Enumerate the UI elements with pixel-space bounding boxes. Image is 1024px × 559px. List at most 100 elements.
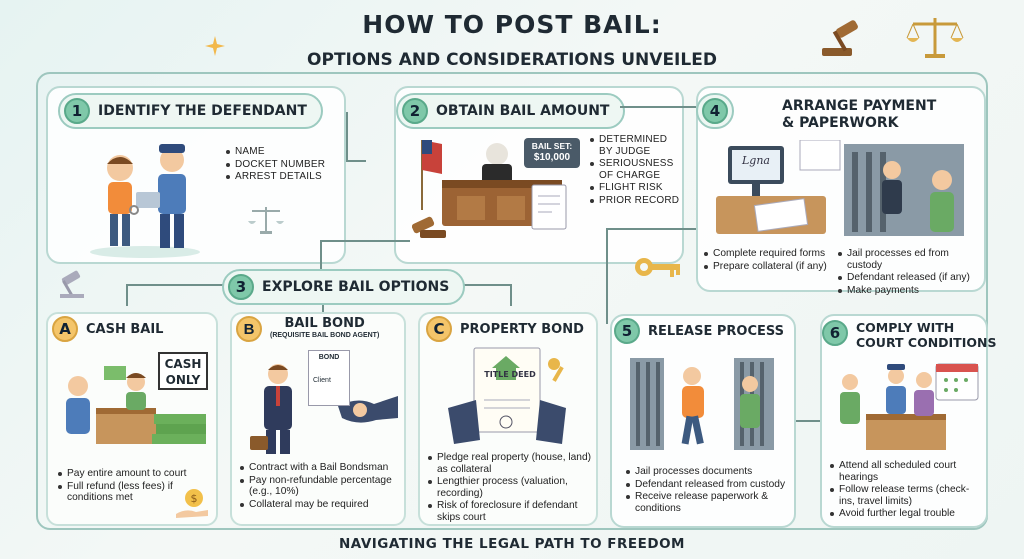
page-subtitle: OPTIONS AND CONSIDERATIONS UNVEILED: [307, 50, 717, 70]
list-item: PRIOR RECORD: [590, 195, 680, 207]
connector: [510, 284, 512, 306]
list-item: Risk of foreclosure if defendant skips c…: [428, 500, 596, 523]
step2-header: 2 OBTAIN BAIL AMOUNT: [396, 93, 626, 129]
coin-hand-icon: $: [176, 489, 208, 518]
step4-badge: 4: [696, 93, 734, 129]
connector: [620, 106, 696, 108]
flow-frame: [36, 72, 988, 530]
list-item: Jail processes ed from custody: [838, 248, 984, 271]
option-b-header: B BAIL BOND (REQUISITE BAIL BOND AGENT): [236, 316, 379, 342]
step6-title-line2: COURT CONDITIONS: [856, 335, 997, 350]
list-item: DETERMINED BY JUDGE: [590, 134, 680, 157]
step5-list: Jail processes documents Defendant relea…: [626, 466, 790, 515]
connector: [606, 228, 696, 230]
list-item: Prepare collateral (if any): [704, 261, 834, 273]
list-item: Defendant released from custody: [626, 479, 790, 491]
release-illustration: [630, 358, 774, 450]
step4-list-right: Jail processes ed from custody Defendant…: [838, 248, 984, 297]
connector: [606, 228, 608, 324]
option-a-letter: A: [52, 316, 78, 342]
connector: [346, 112, 348, 162]
list-item: Collateral may be required: [240, 499, 402, 511]
list-item: Jail processes documents: [626, 466, 790, 478]
option-b-title: BAIL BOND: [284, 316, 365, 331]
step3-header: 3 EXPLORE BAIL OPTIONS: [222, 269, 466, 305]
list-item: NAME: [226, 146, 338, 158]
step4-title: ARRANGE PAYMENT & PAPERWORK: [782, 98, 937, 131]
option-c-header: C PROPERTY BOND: [426, 316, 584, 342]
cash-only-sign: CASH ONLY: [158, 352, 208, 390]
step6-number: 6: [822, 320, 848, 346]
list-item: FLIGHT RISK: [590, 182, 680, 194]
list-item: Follow release terms (check-ins, travel …: [830, 484, 984, 507]
paperwork-jail-illustration: [716, 140, 964, 236]
gavel-icon: [822, 20, 858, 56]
connector: [346, 160, 366, 162]
svg-text:$: $: [191, 492, 198, 505]
list-item: Pay entire amount to court: [58, 468, 198, 480]
bail-set-amount: $10,000: [533, 152, 571, 163]
screen-signature-text: Lgna: [742, 154, 770, 167]
step1-list: NAME DOCKET NUMBER ARREST DETAILS: [226, 146, 338, 184]
list-item: Full refund (less fees) if conditions me…: [58, 481, 198, 504]
step5-header: 5 RELEASE PROCESS: [614, 318, 784, 344]
sparkle-icon: [205, 36, 225, 56]
option-b-list: Contract with a Bail Bondsman Pay non-re…: [240, 462, 402, 511]
list-item: Receive release paperwork & conditions: [626, 491, 790, 514]
title-deed-label: TITLE DEED: [484, 370, 536, 379]
scales-icon: [906, 18, 964, 58]
list-item: Complete required forms: [704, 248, 834, 260]
step4-list-left: Complete required forms Prepare collater…: [704, 248, 834, 273]
list-item: DOCKET NUMBER: [226, 159, 338, 171]
step5-number: 5: [614, 318, 640, 344]
step6-list: Attend all scheduled court hearings Foll…: [830, 460, 984, 521]
cash-bail-illustration: [66, 366, 206, 444]
step6-header: 6 COMPLY WITH COURT CONDITIONS: [822, 320, 996, 350]
key-icon: [635, 258, 680, 277]
step6-title-line1: COMPLY WITH: [856, 320, 955, 335]
step2-title: OBTAIN BAIL AMOUNT: [436, 103, 610, 119]
connector: [320, 240, 410, 242]
step2-list: DETERMINED BY JUDGE SERIOUSNESS OF CHARG…: [590, 134, 680, 207]
step4-number: 4: [702, 98, 728, 124]
step3-title: EXPLORE BAIL OPTIONS: [262, 279, 450, 295]
option-c-title: PROPERTY BOND: [460, 321, 584, 337]
step1-title: IDENTIFY THE DEFENDANT: [98, 103, 307, 119]
footer-tagline: NAVIGATING THE LEGAL PATH TO FREEDOM: [338, 536, 685, 552]
step1-header: 1 IDENTIFY THE DEFENDANT: [58, 93, 323, 129]
option-a-title: CASH BAIL: [86, 321, 164, 337]
bond-document: BOND Client: [308, 350, 350, 406]
list-item: Lengthier process (valuation, recording): [428, 476, 596, 499]
list-item: Defendant released (if any): [838, 272, 984, 284]
list-item: Pledge real property (house, land) as co…: [428, 452, 596, 475]
property-bond-illustration: [448, 347, 566, 444]
connector: [126, 284, 232, 286]
scales-icon: [248, 207, 284, 234]
connector: [796, 420, 820, 422]
connector: [126, 284, 128, 306]
page-title: HOW TO POST BAIL:: [362, 10, 662, 39]
connector: [320, 240, 322, 272]
list-item: Contract with a Bail Bondsman: [240, 462, 402, 474]
list-item: Avoid further legal trouble: [830, 508, 984, 520]
list-item: SERIOUSNESS OF CHARGE: [590, 158, 680, 181]
option-c-list: Pledge real property (house, land) as co…: [428, 452, 596, 524]
option-a-list: Pay entire amount to court Full refund (…: [58, 468, 198, 505]
option-b-note: (REQUISITE BAIL BOND AGENT): [270, 332, 380, 339]
bail-bond-illustration: [250, 364, 398, 454]
defendant-officer-illustration: [90, 144, 200, 258]
option-c-letter: C: [426, 316, 452, 342]
list-item: ARREST DETAILS: [226, 171, 338, 183]
option-b-letter: B: [236, 316, 262, 342]
gavel-icon: [60, 270, 84, 298]
step3-number: 3: [228, 274, 254, 300]
bail-set-sign: BAIL SET: $10,000: [524, 138, 580, 168]
judge-bench-illustration: [412, 140, 567, 238]
option-a-header: A CASH BAIL: [52, 316, 163, 342]
list-item: Make payments: [838, 285, 984, 297]
list-item: Pay non-refundable percentage (e.g., 10%…: [240, 475, 402, 498]
step2-number: 2: [402, 98, 428, 124]
bail-set-label: BAIL SET:: [531, 141, 573, 151]
step1-number: 1: [64, 98, 90, 124]
list-item: Attend all scheduled court hearings: [830, 460, 984, 483]
